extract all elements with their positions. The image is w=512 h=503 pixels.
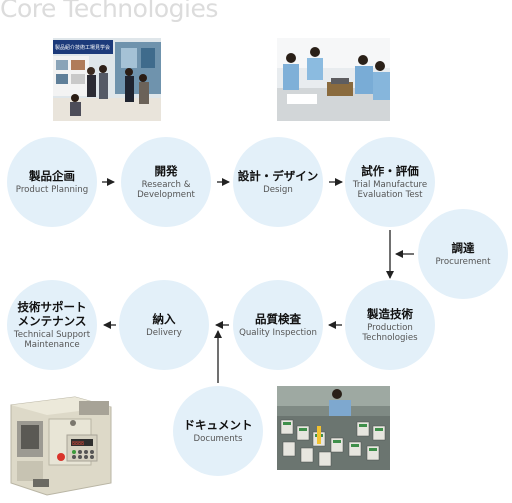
node-documents: ドキュメント Documents — [173, 386, 263, 476]
node-procurement: 調達 Procurement — [418, 209, 508, 299]
node-label-jp: 試作・評価 — [361, 164, 419, 178]
node-product-planning: 製品企画 Product Planning — [7, 137, 97, 227]
machine-display-digits: 8888 — [72, 441, 84, 447]
node-label-jp: 製品企画 — [29, 169, 75, 183]
booth-sign-text: 製品紹介技術工場見学会 — [55, 44, 110, 51]
node-label-en: Research & Development — [137, 180, 195, 200]
node-label-jp: 調達 — [451, 241, 475, 255]
node-label-en: Delivery — [146, 328, 182, 338]
node-label-en: Technical Support Maintenance — [13, 330, 91, 350]
node-label-en: Production Technologies — [362, 323, 418, 343]
node-label-jp: 設計・デザイン — [237, 169, 319, 183]
node-label-en: Procurement — [435, 257, 491, 267]
page-title: Core Technologies — [0, 0, 218, 23]
node-label-jp: 技術サポート メンテナンス — [17, 300, 87, 328]
node-quality: 品質検査 Quality Inspection — [233, 280, 323, 370]
engineers-meeting-photo — [277, 38, 390, 121]
node-production: 製造技術 Production Technologies — [345, 280, 435, 370]
exhibition-booth-photo: 製品紹介技術工場見学会 — [53, 38, 161, 121]
node-label-jp: ドキュメント — [183, 418, 253, 432]
node-label-en: Documents — [193, 434, 243, 444]
node-development: 開発 Research & Development — [121, 137, 211, 227]
node-label-en: Product Planning — [15, 185, 89, 195]
node-label-en: Quality Inspection — [239, 328, 317, 338]
node-label-en: Trial Manufacture Evaluation Test — [352, 180, 428, 200]
node-label-jp: 開発 — [154, 164, 178, 178]
node-label-jp: 納入 — [152, 312, 176, 326]
machine-photo: 8888 — [3, 383, 115, 499]
node-design: 設計・デザイン Design — [233, 137, 323, 227]
node-trial: 試作・評価 Trial Manufacture Evaluation Test — [345, 137, 435, 227]
node-label-en: Design — [263, 185, 293, 195]
node-label-jp: 製造技術 — [367, 307, 413, 321]
node-support: 技術サポート メンテナンス Technical Support Maintena… — [7, 280, 97, 370]
node-label-jp: 品質検査 — [255, 312, 301, 326]
factory-production-photo — [277, 386, 390, 470]
node-delivery: 納入 Delivery — [119, 280, 209, 370]
